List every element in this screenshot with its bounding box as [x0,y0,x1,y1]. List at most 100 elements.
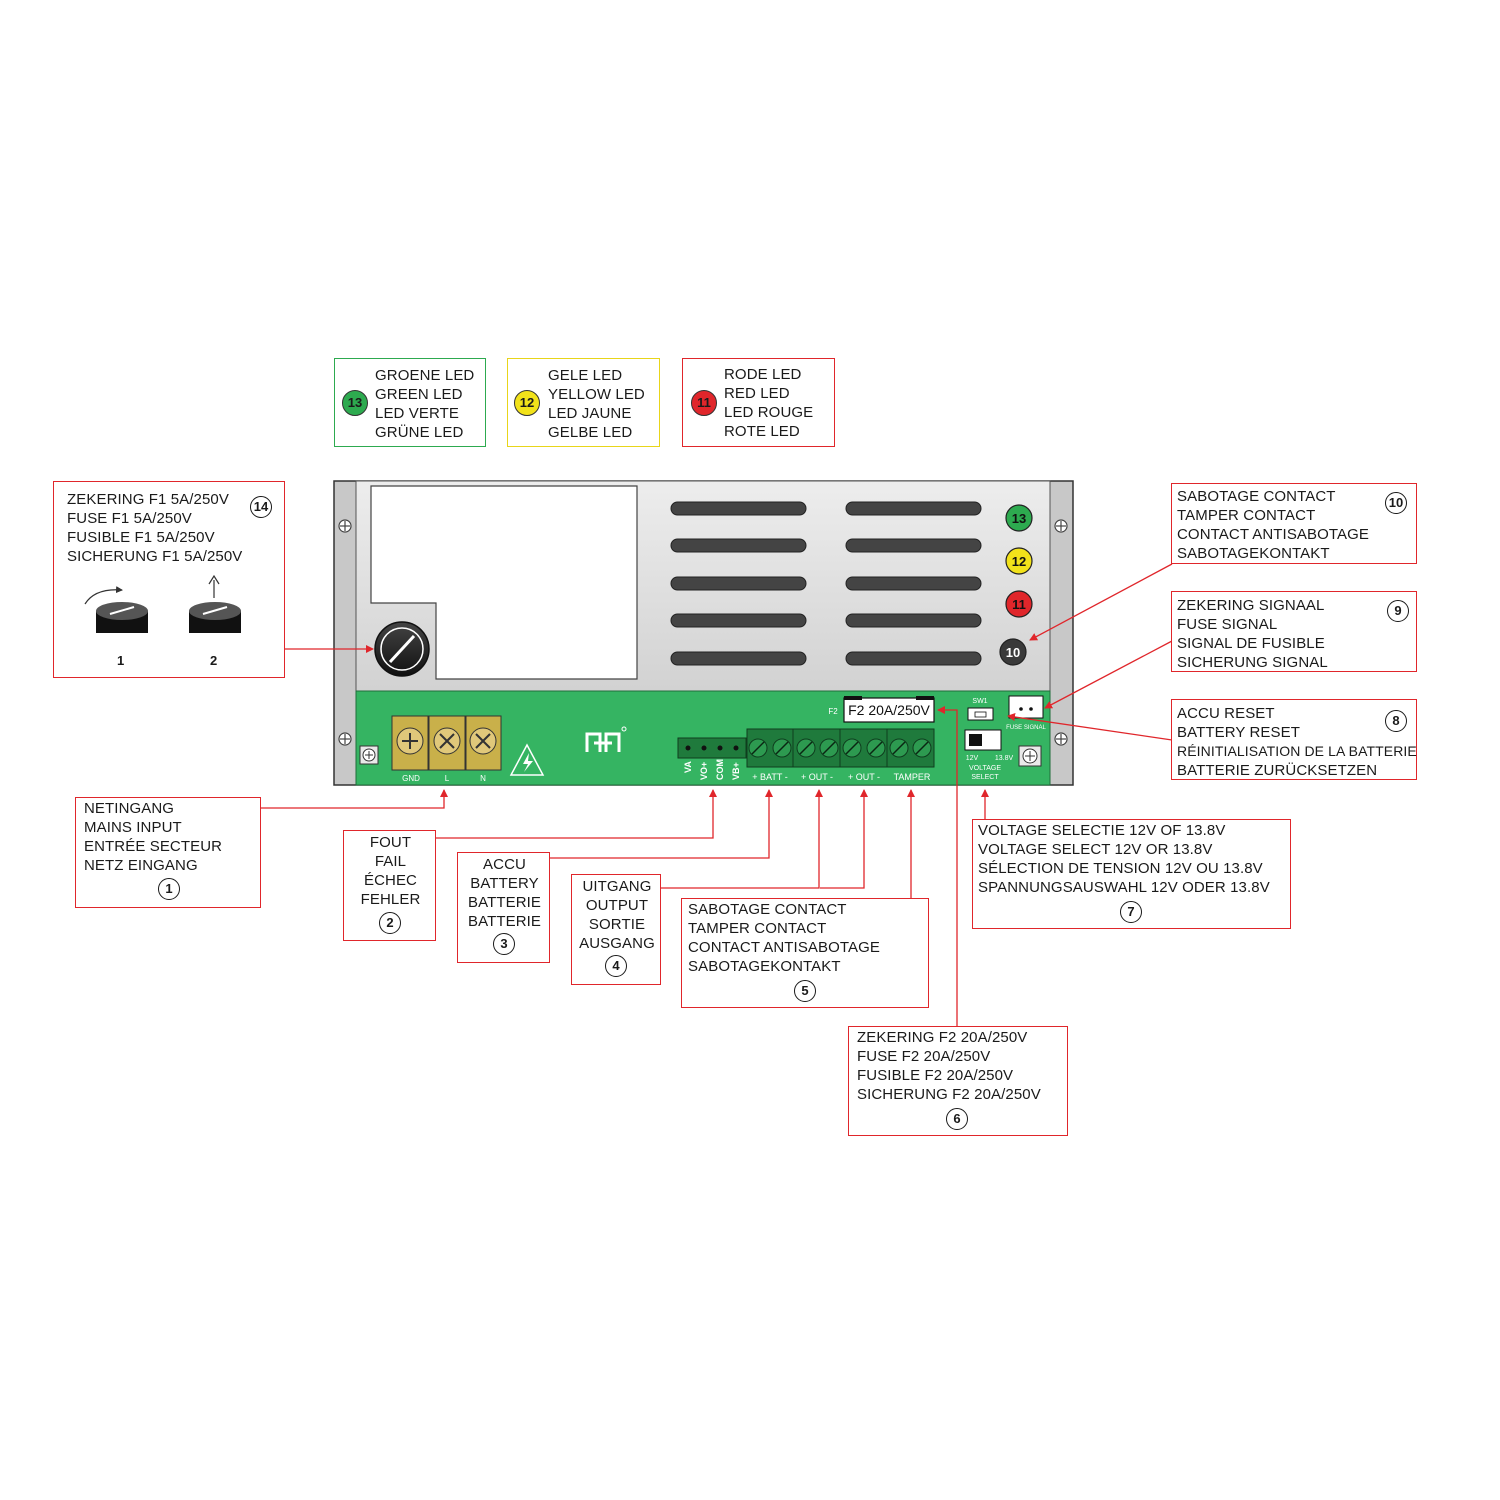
led13-label: 13 [1012,511,1026,526]
callout-line: NETZ EINGANG [84,857,198,874]
callout-number: 9 [1387,600,1409,622]
callout-number: 5 [794,980,816,1002]
callout-line: BATTERY [470,875,539,892]
callout-line: TAMPER CONTACT [688,920,827,937]
legend-green-led: 13 GROENE LED GREEN LED LED VERTE GRÜNE … [334,358,486,447]
callout-line: UITGANG [582,878,652,895]
callout-line: VOLTAGE SELECTIE 12V OF 13.8V [978,822,1226,839]
legend-yellow-line: LED JAUNE [548,405,632,422]
callout-line: AUSGANG [579,935,655,952]
callout-tamper-contact-5: SABOTAGE CONTACT TAMPER CONTACT CONTACT … [681,898,929,1008]
led10-label: 10 [1006,645,1020,660]
n-label: N [480,774,486,783]
legend-yellow-line: GELBE LED [548,424,633,441]
callout-number: 1 [158,878,180,900]
fuse-signal-connector [1008,695,1044,719]
legend-green-line: LED VERTE [375,405,459,422]
callout-line: FUSE SIGNAL [1177,616,1278,633]
callout-battery-reset-8: ACCU RESET BATTERY RESET RÉINITIALISATIO… [1171,699,1417,780]
gnd-label: GND [402,774,420,783]
callout-line: FOUT [369,834,412,851]
v138-label: 13.8V [995,755,1014,762]
callout-line: ZEKERING SIGNAAL [1177,597,1325,614]
vent-slots [670,501,982,666]
vo-label: VO+ [699,762,709,780]
callout-line: SABOTAGE CONTACT [1177,488,1336,505]
legend-yellow-line: GELE LED [548,367,623,384]
screw-terminals [746,728,935,768]
legend-red-line: ROTE LED [724,423,800,440]
callout-line: ZEKERING F1 5A/250V [67,491,229,508]
f2-fuse-holder [843,697,935,723]
legend-green-line: GROENE LED [375,367,475,384]
select-label: SELECT [971,774,999,781]
callout-line: BATTERIE [467,894,542,911]
yellow-led-icon: 12 [514,390,540,416]
mains-terminal [391,715,502,771]
callout-output-4: UITGANG OUTPUT SORTIE AUSGANG 4 [571,874,661,985]
callout-fuse-signal-9: ZEKERING SIGNAAL FUSE SIGNAL SIGNAL DE F… [1171,591,1417,672]
callout-line: SICHERUNG F1 5A/250V [67,548,243,565]
step-2-label: 2 [210,653,218,668]
callout-number: 3 [493,933,515,955]
led11-label: 11 [1012,597,1026,612]
v12-label: 12V [966,755,979,762]
red-led-icon: 11 [691,390,717,416]
callout-line: MAINS INPUT [84,819,182,836]
callout-line: SABOTAGE CONTACT [688,901,847,918]
callout-fuse-f2-6: ZEKERING F2 20A/250V FUSE F2 20A/250V FU… [848,1026,1068,1136]
f2-fuse-label: F2 20A/250V [848,702,930,718]
f2-prefix: F2 [828,707,838,716]
callout-line: FUSIBLE F2 20A/250V [857,1067,1014,1084]
callout-line: SABOTAGEKONTAKT [688,958,841,975]
callout-line: FUSE F1 5A/250V [67,510,192,527]
legend-yellow-led: 12 GELE LED YELLOW LED LED JAUNE GELBE L… [507,358,660,447]
callout-line: SICHERUNG SIGNAL [1177,654,1328,671]
callout-line: ACCU RESET [1177,705,1275,722]
legend-red-line: RODE LED [724,366,802,383]
callout-line: OUTPUT [585,897,649,914]
out2-term-label: + OUT - [848,772,880,782]
legend-green-line: GRÜNE LED [375,424,464,441]
callout-line: FAIL [374,853,407,870]
callout-tamper-contact-10: SABOTAGE CONTACT TAMPER CONTACT CONTACT … [1171,483,1417,564]
com-label: COM [715,759,725,780]
va-label: VA [683,761,693,773]
callout-battery-3: ACCU BATTERY BATTERIE BATTERIE 3 [457,852,550,963]
fuse-cap-step2-icon [189,574,241,633]
l-label: L [445,774,450,783]
callout-line: ZEKERING F2 20A/250V [857,1029,1028,1046]
callout-line: FUSE F2 20A/250V [857,1048,991,1065]
callout-line: SABOTAGEKONTAKT [1177,545,1330,562]
callout-line: SPANNUNGSAUSWAHL 12V ODER 13.8V [978,879,1270,896]
callout-line: ENTRÉE SECTEUR [84,838,223,855]
callout-line: CONTACT ANTISABOTAGE [1177,526,1370,543]
callout-line: BATTERIE [467,913,542,930]
callout-number: 7 [1120,901,1142,923]
fuse-cap-step1-icon [84,586,148,633]
step-1-label: 1 [117,653,125,668]
label-window [370,485,638,680]
callout-line: SÉLECTION DE TENSION 12V OU 13.8V [978,860,1263,877]
callout-line: FEHLER [360,891,421,908]
fuse-f1-icon [374,621,430,677]
callout-voltage-select-7: VOLTAGE SELECTIE 12V OF 13.8V VOLTAGE SE… [972,819,1291,929]
voltage-label: VOLTAGE [969,765,1001,772]
callout-line: SORTIE [588,916,646,933]
callout-fuse-f1: ZEKERING F1 5A/250V FUSE F1 5A/250V FUSI… [53,481,285,678]
callout-line: ACCU [483,856,526,873]
callout-number: 8 [1385,710,1407,732]
callout-line: TAMPER CONTACT [1177,507,1316,524]
legend-red-led: 11 RODE LED RED LED LED ROUGE ROTE LED [682,358,835,447]
callout-number: 14 [250,496,272,518]
legend-red-line: RED LED [724,385,790,402]
signal-connector [677,737,747,759]
green-led-icon: 13 [342,390,368,416]
brand-logo-icon [585,726,627,752]
legend-green-line: GREEN LED [375,386,463,403]
callout-number: 2 [379,912,401,934]
tamper-term-label: TAMPER [894,772,931,782]
callout-line: VOLTAGE SELECT 12V OR 13.8V [978,841,1213,858]
